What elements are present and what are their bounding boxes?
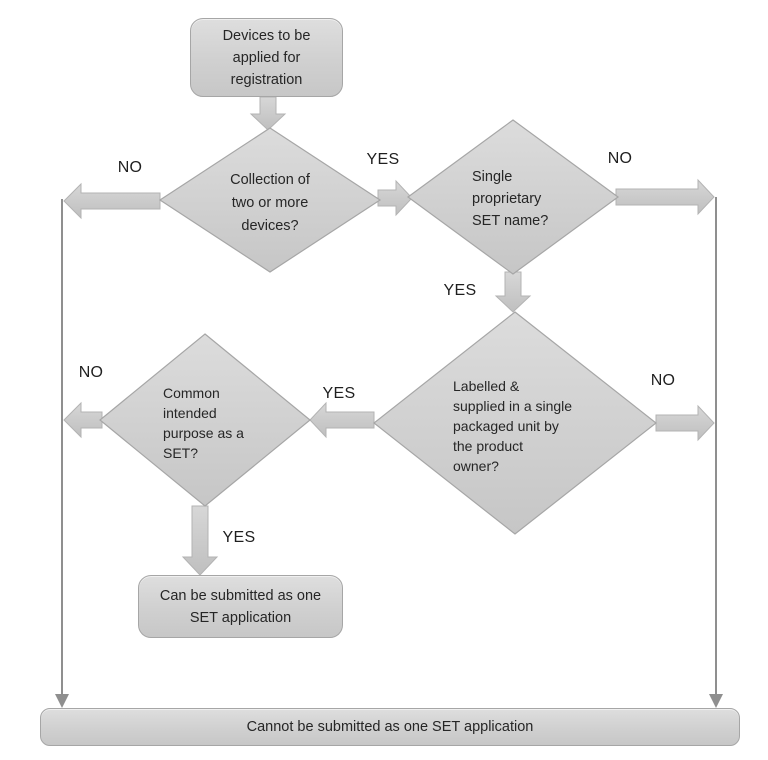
block-arrow-purpose-no-left-icon: [63, 401, 103, 439]
connector-right-arrowhead-icon: [709, 694, 723, 708]
block-arrow-labelled-no-right-icon: [655, 404, 715, 442]
diamond-labelled: [373, 311, 657, 535]
block-arrow-purpose-yes-down-icon: [181, 505, 219, 576]
diamond-set-name-label: Single proprietary SET name?: [472, 169, 549, 229]
edge-label-purpose-no: NO: [78, 364, 104, 381]
node-not-one-set: Cannot be submitted as one SET applicati…: [40, 708, 740, 746]
edge-label-set-name-yes: YES: [443, 282, 477, 299]
block-arrow-start-down-icon: [249, 96, 287, 131]
block-arrow-setname-no-right-icon: [615, 178, 715, 216]
diamond-collection: [158, 127, 382, 273]
edge-label-collection-yes: YES: [366, 151, 400, 168]
edge-label-collection-no: NO: [117, 159, 143, 176]
block-arrow-labelled-yes-left-icon: [309, 401, 375, 439]
diamond-collection-label: Collection of two or more devices?: [230, 172, 310, 234]
diamond-purpose: [99, 333, 311, 507]
node-not-one-set-label: Cannot be submitted as one SET applicati…: [246, 719, 534, 735]
edge-label-labelled-no: NO: [650, 372, 676, 389]
diamond-labelled-label: Labelled & supplied in a single packaged…: [453, 378, 573, 474]
diamond-set-name: [406, 119, 620, 275]
block-arrow-collection-yes-right-icon: [377, 179, 413, 217]
node-one-set-label: Can be submitted as one SET application: [159, 587, 322, 626]
connector-left-arrowhead-icon: [55, 694, 69, 708]
node-one-set: Can be submitted as one SET application: [138, 575, 343, 638]
edge-label-purpose-yes: YES: [222, 529, 256, 546]
edge-label-labelled-yes: YES: [322, 385, 356, 402]
block-arrow-setname-yes-down-icon: [494, 271, 532, 313]
block-arrow-collection-no-left-icon: [63, 182, 161, 220]
edge-label-set-name-no: NO: [607, 150, 633, 167]
node-start-label: Devices to be applied for registration: [222, 27, 311, 88]
node-start: Devices to be applied for registration: [190, 18, 343, 97]
diamond-purpose-label: Common intended purpose as a SET?: [163, 385, 244, 461]
